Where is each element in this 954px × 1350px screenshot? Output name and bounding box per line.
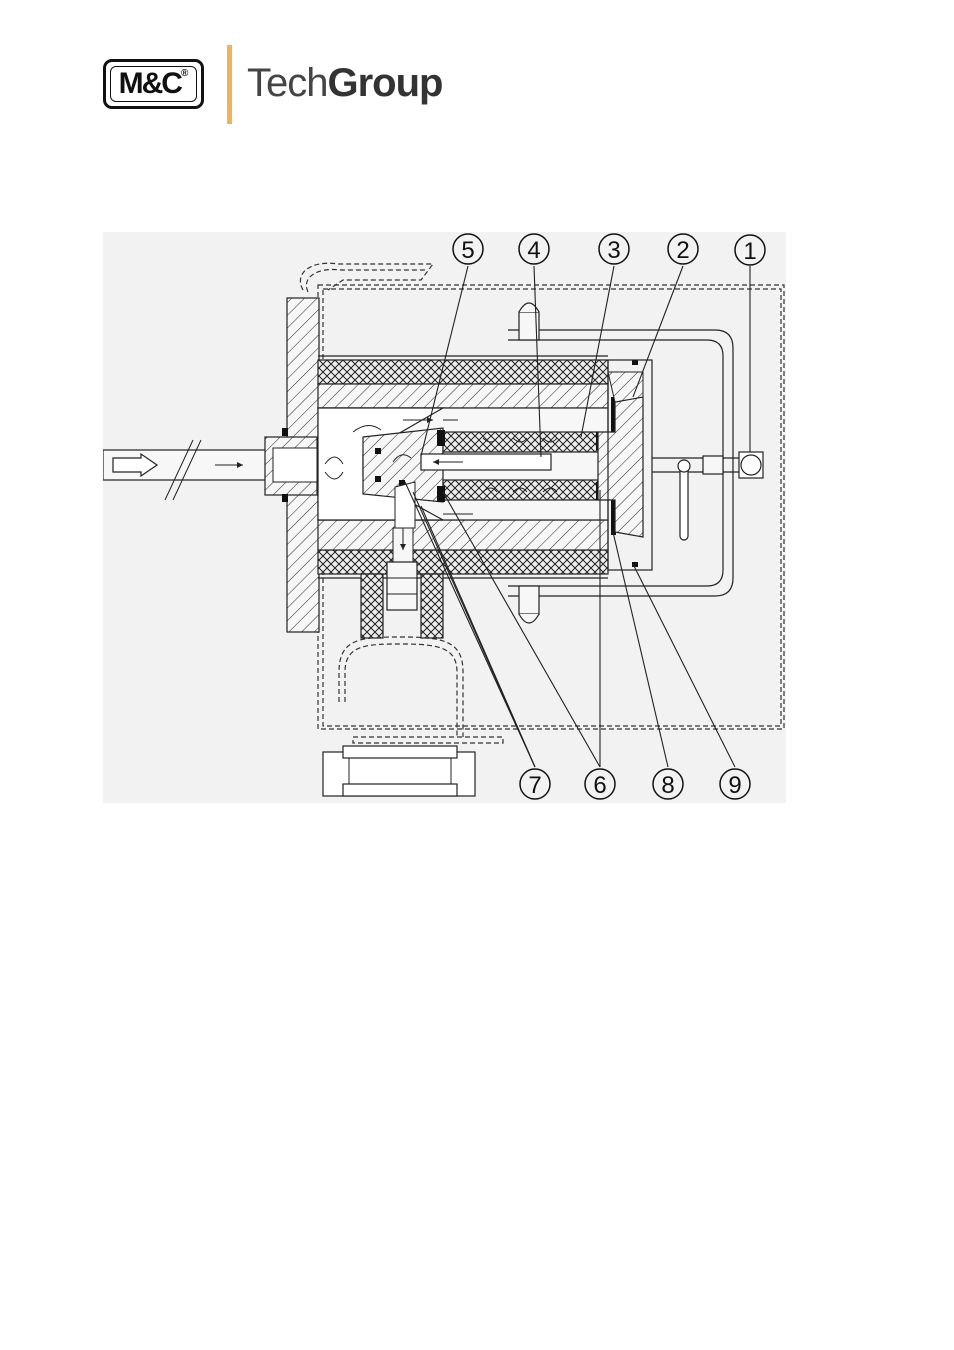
registered-mark: ® xyxy=(181,68,188,79)
callout-5-label: 5 xyxy=(461,237,474,264)
brand-group: Group xyxy=(328,61,443,105)
callout-2-label: 2 xyxy=(676,237,689,264)
technical-diagram: 1 2 3 4 5 6 7 8 9 xyxy=(103,232,786,803)
callout-8: 8 xyxy=(653,769,683,799)
collection-vessel xyxy=(323,746,475,796)
callout-7: 7 xyxy=(520,769,550,799)
cross-section-drawing: 1 2 3 4 5 6 7 8 9 xyxy=(103,232,786,803)
filter-element-bottom xyxy=(443,480,598,500)
callout-6: 6 xyxy=(585,769,615,799)
callout-5: 5 xyxy=(453,234,483,264)
callout-2: 2 xyxy=(668,234,698,264)
callout-8-label: 8 xyxy=(661,772,674,799)
brand-tech: Tech xyxy=(247,61,328,105)
callout-3-label: 3 xyxy=(607,237,620,264)
page-header: M&C® TechGroup xyxy=(0,0,954,140)
heater-block-bottom xyxy=(318,520,608,550)
callout-1-label: 1 xyxy=(743,238,756,265)
callout-1: 1 xyxy=(735,235,765,265)
insulation-top xyxy=(318,360,608,384)
callout-9-label: 9 xyxy=(728,772,741,799)
heater-block-top xyxy=(318,384,608,408)
inlet-pipe xyxy=(103,437,317,500)
callout-3: 3 xyxy=(599,234,629,264)
callout-4-label: 4 xyxy=(527,237,540,264)
techgroup-wordmark: TechGroup xyxy=(247,63,442,103)
logo-letters: M&C xyxy=(119,67,181,100)
insulation-bottom xyxy=(318,550,608,574)
brand-divider xyxy=(227,45,232,124)
callout-4: 4 xyxy=(519,234,549,264)
mc-logo: M&C® xyxy=(103,59,204,109)
callout-7-label: 7 xyxy=(528,772,541,799)
callout-9: 9 xyxy=(720,769,750,799)
callout-6-label: 6 xyxy=(593,772,606,799)
logo-text: M&C® xyxy=(119,69,189,99)
